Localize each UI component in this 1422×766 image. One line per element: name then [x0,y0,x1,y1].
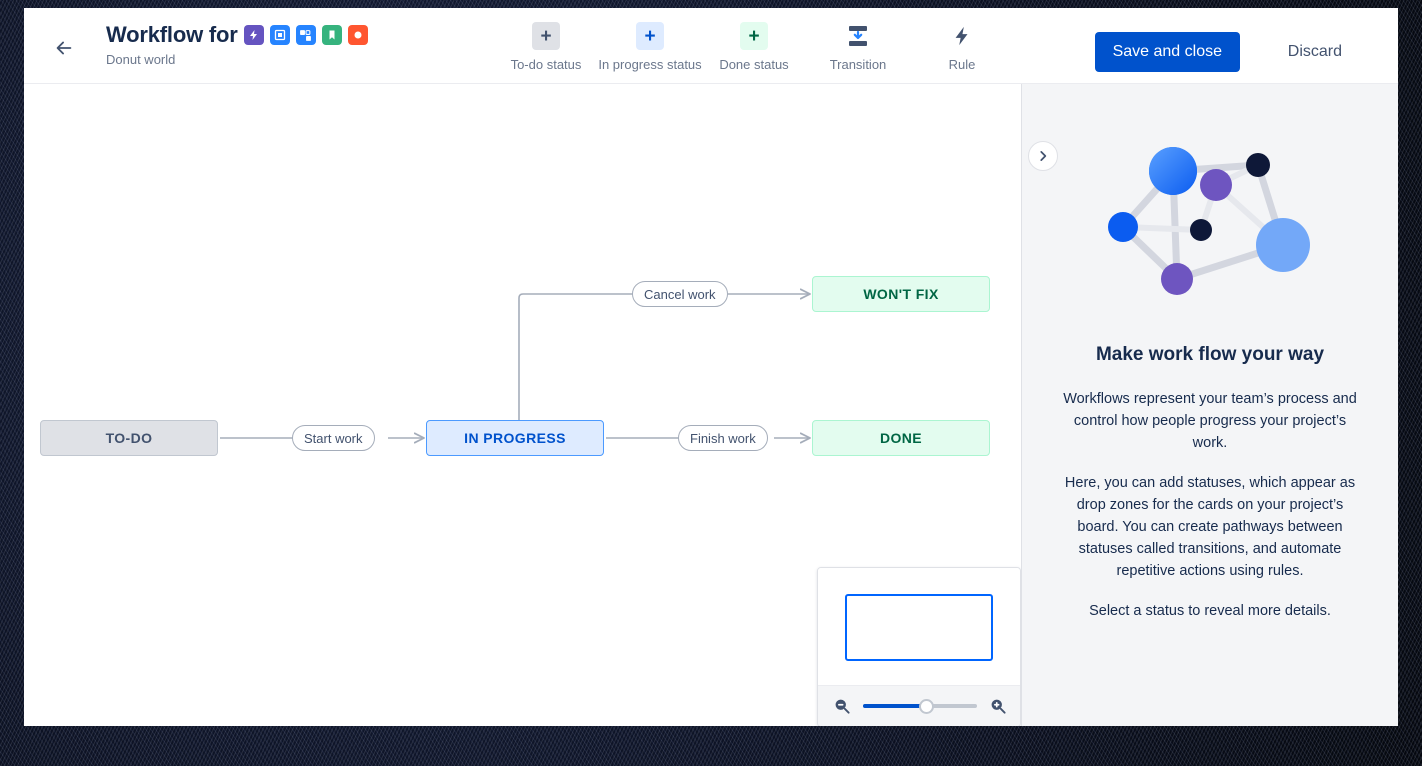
zoom-in-icon[interactable] [988,696,1008,716]
save-and-close-button[interactable]: Save and close [1094,32,1240,72]
tool-label: Transition [829,57,887,72]
add-rule-button[interactable]: Rule [910,16,1014,72]
transition-label: Cancel work [644,286,716,302]
canvas-minimap[interactable] [817,567,1021,726]
status-node-label: IN PROGRESS [464,430,566,446]
rule-bolt-icon [948,22,976,50]
bolt-glyph [955,26,968,46]
network-graph-illustration [1058,124,1362,330]
plus-icon: + [740,22,768,50]
circle-glyph [354,31,362,39]
magnifier-plus-glyph [991,699,1006,714]
add-done-status-button[interactable]: + Done status [702,16,806,72]
panel-divider [1021,84,1022,726]
transition-finish-work[interactable]: Finish work [678,425,768,451]
story-icon [321,25,342,45]
title-block: Workflow for [106,22,368,67]
zoom-out-icon[interactable] [832,696,852,716]
app-header: Workflow for [24,8,1398,84]
tool-label: In progress status [598,57,702,72]
discard-button[interactable]: Discard [1280,32,1350,72]
transition-edges [220,84,1021,726]
transition-icon [844,22,872,50]
add-todo-status-button[interactable]: + To-do status [494,16,598,72]
transition-glyph [849,26,867,46]
minimap-viewport-rect[interactable] [845,594,993,661]
panel-paragraph: Select a status to reveal more details. [1089,603,1331,619]
subtask-icon [295,25,316,45]
plus-icon: + [532,22,560,50]
bookmark-glyph [329,30,335,40]
tool-label: Done status [719,57,789,72]
plus-icon: + [636,22,664,50]
tool-label: Rule [948,57,976,72]
chevron-right-icon [1040,151,1047,161]
workflow-canvas[interactable]: TO-DO IN PROGRESS DONE WON'T FIX Start w… [24,84,1021,726]
workflow-editor-window: Workflow for [24,8,1398,726]
back-button[interactable] [46,30,82,66]
zoom-slider[interactable] [863,699,977,714]
bug-icon [347,25,368,45]
zoom-slider-thumb[interactable] [918,699,934,714]
add-transition-button[interactable]: Transition [806,16,910,72]
info-side-panel: Make work flow your way Workflows repres… [1022,84,1398,726]
status-node-todo[interactable]: TO-DO [40,420,218,456]
bolt-glyph [249,30,257,40]
page-subtitle: Donut world [106,52,176,67]
status-node-label: DONE [879,430,923,446]
status-node-wont-fix[interactable]: WON'T FIX [812,276,990,312]
status-node-label: TO-DO [105,430,153,446]
status-node-done[interactable]: DONE [812,420,990,456]
minimap-stage [818,568,1020,687]
transition-label: Start work [304,430,363,446]
page-title: Workflow for [106,22,238,47]
tool-label: To-do status [510,57,582,72]
epic-icon [243,25,264,45]
editor-toolbar: + To-do status + In progress status + Do… [494,16,1014,72]
panel-paragraph: Workflows represent your team’s process … [1063,391,1357,451]
status-node-in-progress[interactable]: IN PROGRESS [426,420,604,456]
transition-cancel-work[interactable]: Cancel work [632,281,728,307]
panel-paragraph: Here, you can add statuses, which appear… [1064,475,1356,579]
arrow-left-icon [56,41,72,55]
network-graph-svg [1108,147,1310,295]
subtask-glyph [300,29,312,41]
transition-label: Finish work [690,430,756,446]
status-node-label: WON'T FIX [863,286,939,302]
square-glyph [274,29,285,41]
zoom-controls [818,685,1020,726]
transition-start-work[interactable]: Start work [292,425,375,451]
magnifier-minus-glyph [835,699,850,714]
task-icon [269,25,290,45]
zoom-slider-fill [863,704,926,708]
panel-heading: Make work flow your way [1095,344,1325,365]
expand-panel-button[interactable] [1028,141,1058,171]
add-inprogress-status-button[interactable]: + In progress status [598,16,702,72]
